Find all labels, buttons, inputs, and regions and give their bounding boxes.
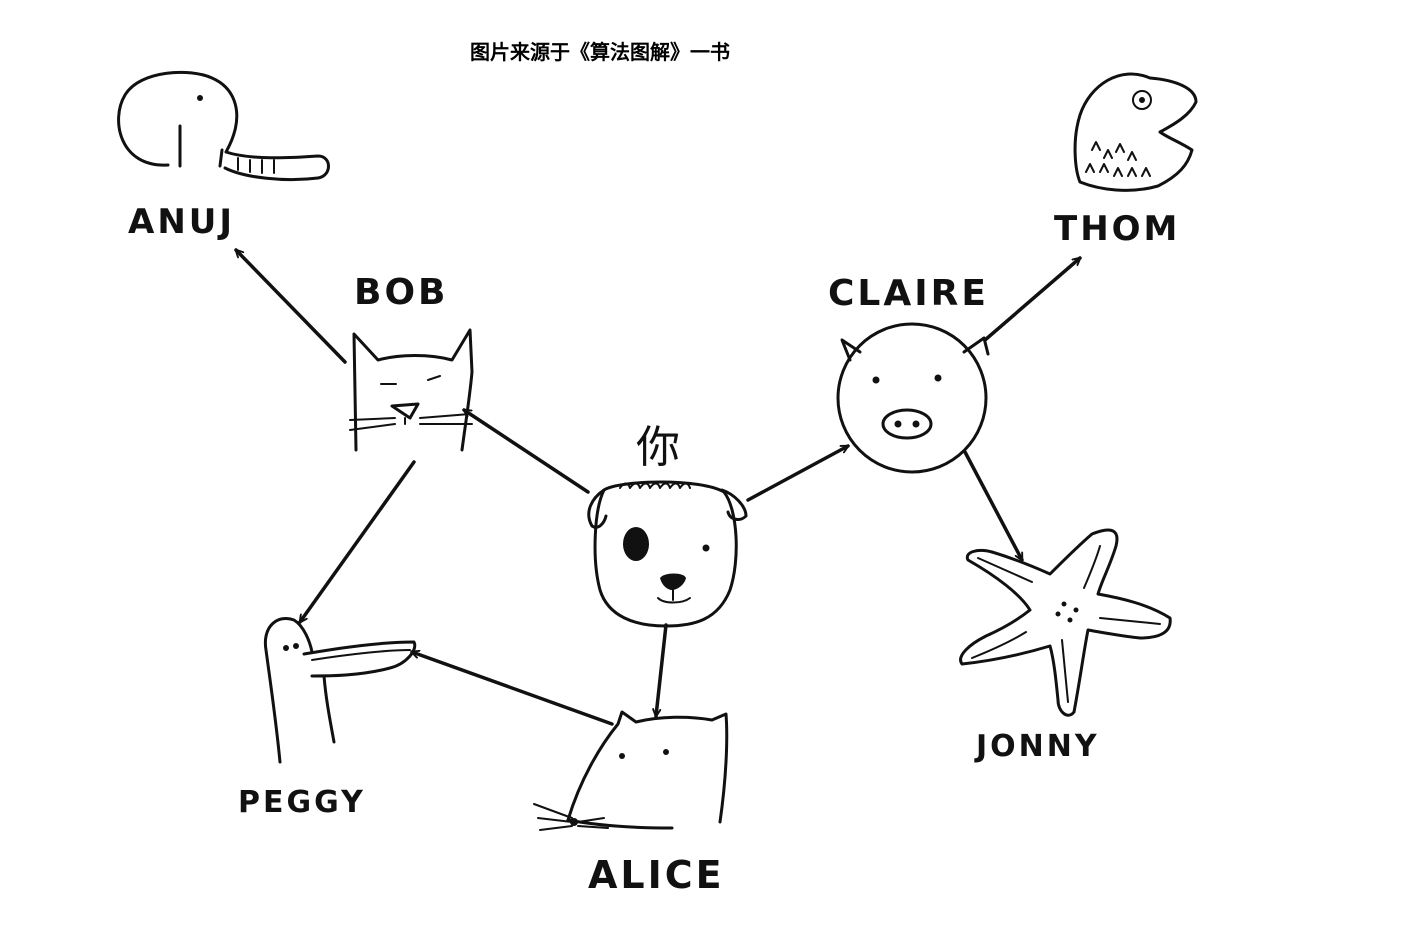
edge-you-claire (748, 446, 848, 500)
elephant-icon (119, 72, 329, 179)
node-peggy: PEGGY (238, 618, 415, 820)
edge-bob-anuj (236, 250, 345, 362)
node-claire: CLAIRE (828, 273, 989, 472)
cat-icon (350, 330, 472, 450)
label-jonny: JONNY (974, 729, 1100, 764)
node-jonny: JONNY (961, 530, 1171, 764)
edge-claire-jonny (965, 452, 1022, 560)
label-thom: THOM (1054, 209, 1180, 249)
bird-icon (265, 618, 414, 762)
label-peggy: PEGGY (238, 785, 366, 820)
dog-icon (589, 482, 746, 626)
label-anuj: ANUJ (128, 202, 235, 242)
edge-you-alice (656, 625, 666, 716)
edge-claire-thom (985, 258, 1080, 340)
node-anuj: ANUJ (119, 72, 329, 242)
node-alice: ALICE (534, 712, 727, 897)
starfish-icon (961, 530, 1171, 715)
label-you: 你 (636, 422, 680, 473)
label-bob: BOB (354, 272, 448, 313)
mouse-icon (534, 712, 727, 830)
edge-alice-peggy (412, 652, 612, 724)
node-thom: THOM (1054, 74, 1196, 249)
edge-bob-peggy (300, 462, 414, 622)
label-claire: CLAIRE (828, 273, 989, 314)
pig-icon (838, 324, 988, 472)
label-alice: ALICE (588, 853, 725, 897)
node-you: 你 (589, 422, 746, 626)
node-bob: BOB (350, 272, 472, 450)
edge-you-bob (464, 410, 588, 492)
fish-icon (1075, 74, 1196, 190)
